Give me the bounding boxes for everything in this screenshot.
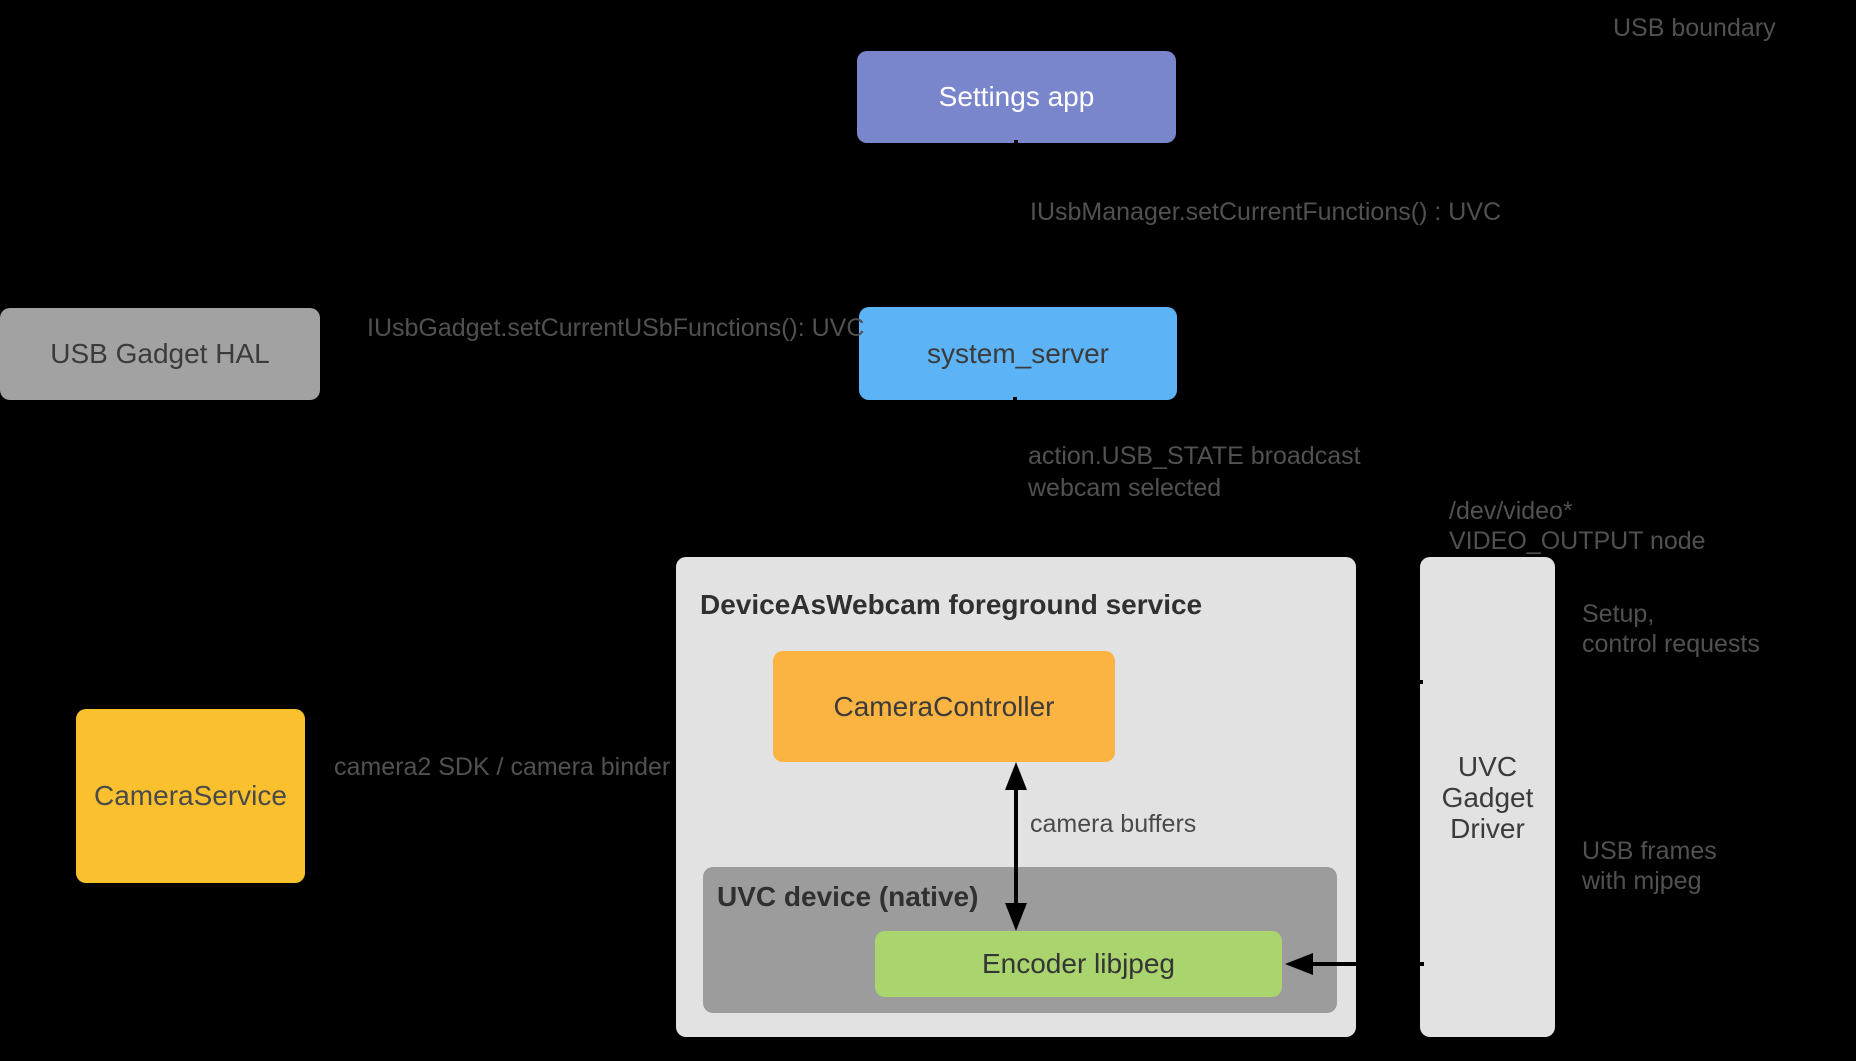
arrow-settings-to-systemserver	[1005, 140, 1027, 307]
usb-gadget-hal-node: USB Gadget HAL	[0, 308, 320, 400]
arrow-systemserver-to-hal	[320, 342, 859, 364]
camera-controller-label: CameraController	[833, 690, 1055, 722]
uvc-gadget-driver-label: UVC Gadget Driver	[1441, 750, 1534, 844]
usb-gadget-hal-label: USB Gadget HAL	[50, 338, 270, 369]
system-server-label: system_server	[926, 337, 1110, 369]
usb-state-label: action.USB_STATE broadcast webcam select…	[1028, 442, 1361, 502]
camera-service-node: CameraService	[76, 709, 305, 883]
dev-video-label: /dev/video* VIDEO_OUTPUT node	[1449, 497, 1706, 555]
encoder-node: Encoder libjpeg	[875, 931, 1282, 997]
encoder-label: Encoder libjpeg	[981, 948, 1176, 979]
system-server-node: system_server	[859, 307, 1177, 400]
arrow-cameraservice-to-service	[305, 786, 676, 808]
usb-boundary-label: USB boundary	[1613, 14, 1776, 42]
settings-app-label: Settings app	[938, 81, 1095, 112]
device-as-webcam-title: DeviceAsWebcam foreground service	[700, 589, 1203, 620]
camera-service-label: CameraService	[94, 780, 287, 811]
iusbmanager-label: IUsbManager.setCurrentFunctions() : UVC	[1030, 198, 1502, 226]
iusbgadget-label: IUsbGadget.setCurrentUSbFunctions(): UVC	[367, 314, 865, 342]
camera-controller-node: CameraController	[773, 651, 1115, 762]
settings-app-node: Settings app	[857, 51, 1176, 143]
arrow-systemserver-to-service	[1004, 397, 1026, 557]
camera-buffers-label: camera buffers	[1030, 810, 1197, 838]
usb-frames-label: USB frames with mjpeg	[1582, 837, 1717, 895]
setup-control-label: Setup, control requests	[1582, 600, 1760, 658]
arrow-setup-control	[1356, 671, 1423, 693]
uvc-gadget-driver-node: UVC Gadget Driver	[1420, 557, 1555, 1037]
uvc-native-title: UVC device (native)	[717, 881, 979, 912]
camera2-sdk-label: camera2 SDK / camera binder	[334, 753, 671, 781]
